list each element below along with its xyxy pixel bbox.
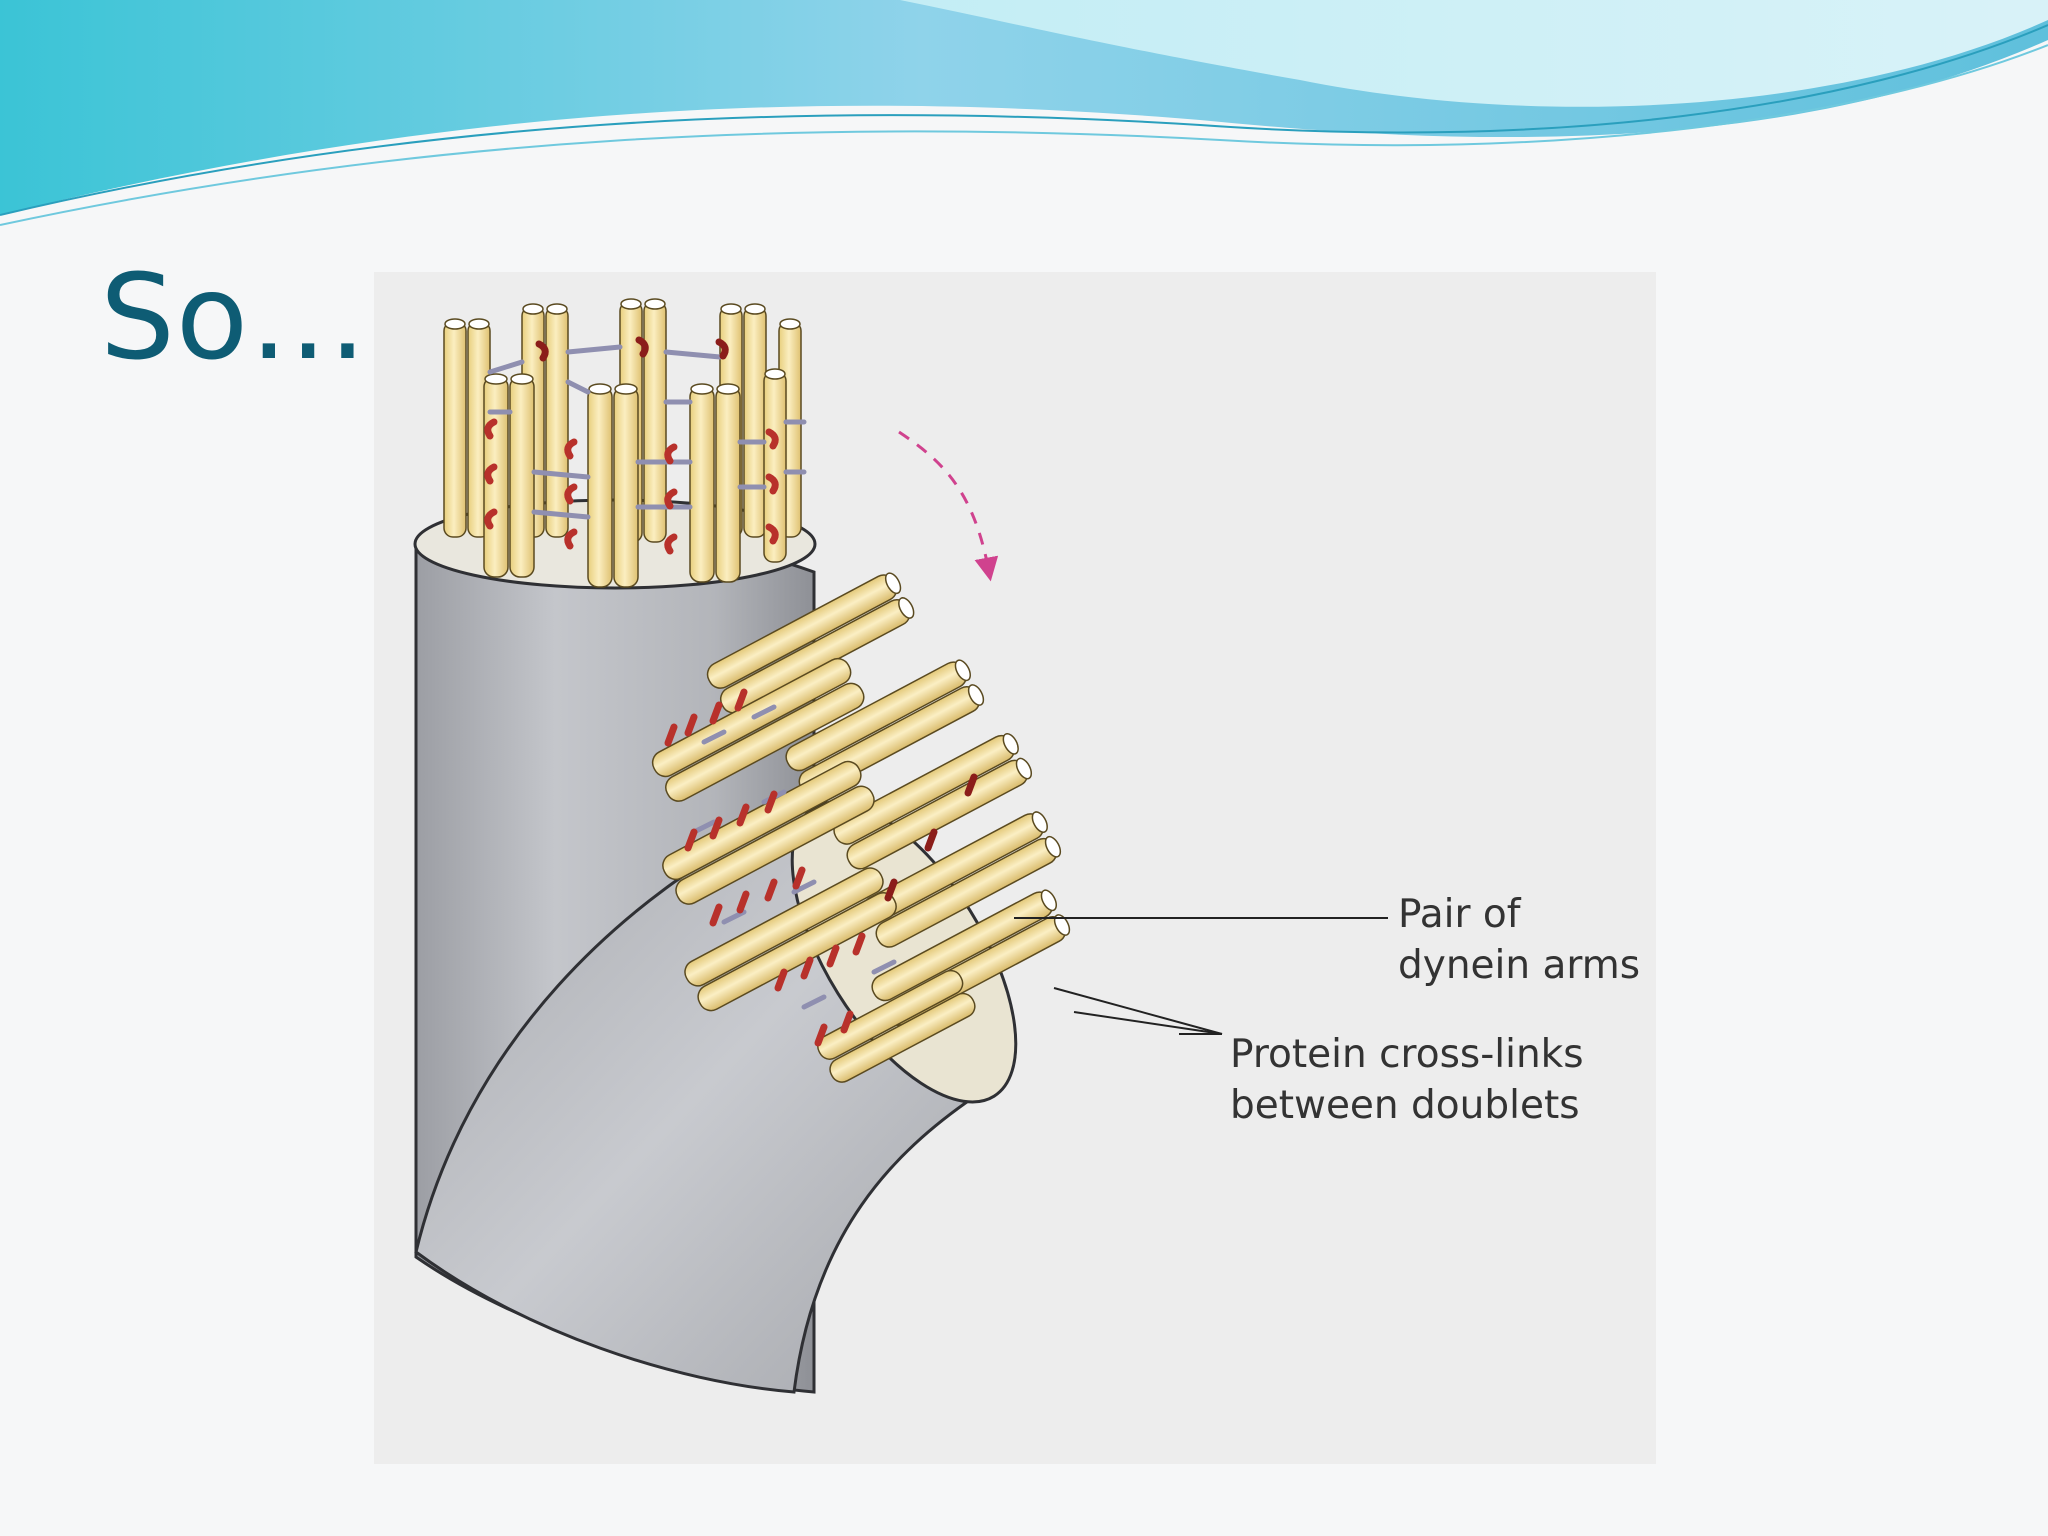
axoneme-figure: Pair of dynein arms Protein cross-links … — [374, 272, 1656, 1464]
axoneme-illustration — [413, 298, 1388, 1394]
label-cross-links-line1: Protein cross-links — [1230, 1032, 1584, 1077]
label-protein-cross-links: Protein cross-links between doublets — [1230, 1030, 1584, 1131]
header-wave-banner — [0, 0, 2048, 226]
dynein-arms-bent — [664, 688, 978, 1047]
protein-cross-links-bent — [691, 704, 897, 1010]
label-dynein-arms: Pair of dynein arms — [1398, 890, 1640, 991]
label-dynein-arms-line2: dynein arms — [1398, 942, 1641, 988]
microtubule-doublets-bent — [651, 572, 1071, 1083]
slide-title: So…. — [100, 248, 407, 386]
bend-arrow-icon — [898, 430, 999, 582]
protein-cross-links-top — [487, 344, 807, 520]
label-cross-links-line2: between doublets — [1230, 1082, 1580, 1128]
label-dynein-arms-line1: Pair of — [1398, 892, 1521, 937]
callout-leader-lines — [1014, 917, 1388, 1035]
dynein-arms-top — [484, 336, 779, 555]
